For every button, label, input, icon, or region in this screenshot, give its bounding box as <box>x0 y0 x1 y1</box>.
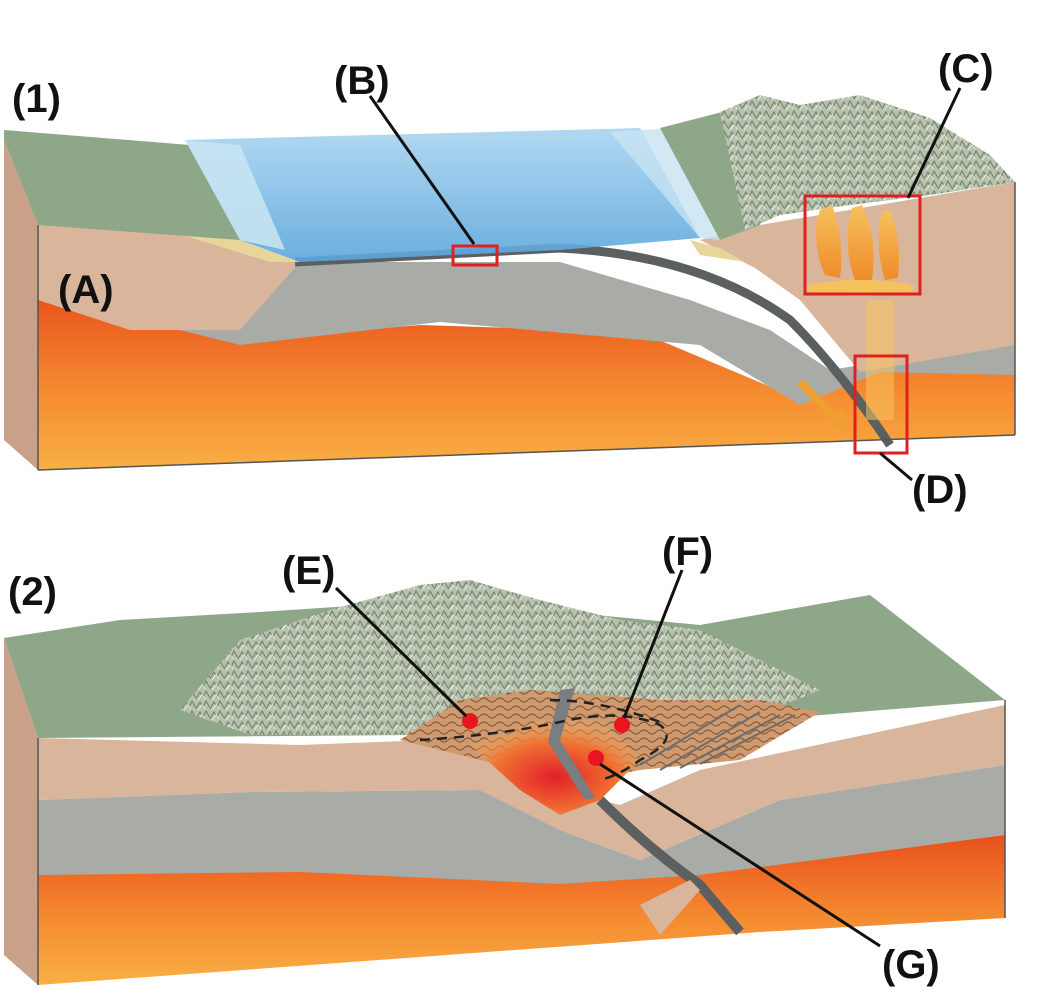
marker-f <box>614 717 630 733</box>
label-b: (B) <box>334 59 390 103</box>
label-g: (G) <box>882 943 940 987</box>
label-d: (D) <box>912 468 968 512</box>
label-panel-1: (1) <box>12 77 61 121</box>
label-panel-2: (2) <box>8 570 57 614</box>
panel-1-block <box>4 95 1015 470</box>
label-a: (A) <box>58 268 114 312</box>
label-e: (E) <box>282 549 335 593</box>
panel-2-block <box>4 580 1005 985</box>
leader-d <box>880 453 912 480</box>
label-c: (C) <box>938 47 994 91</box>
label-f: (F) <box>662 530 713 574</box>
